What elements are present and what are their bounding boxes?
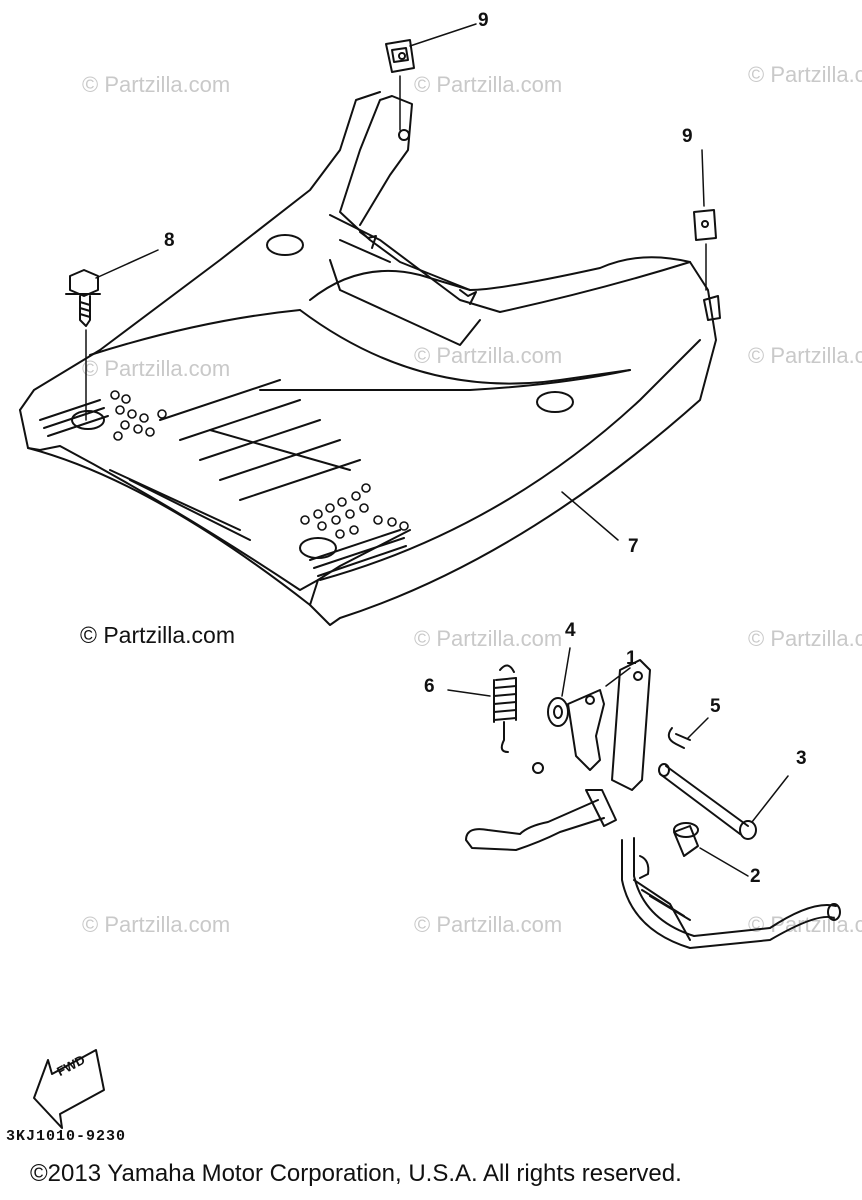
pivot-shaft — [658, 763, 757, 840]
return-spring — [493, 664, 517, 753]
footrest-board — [19, 91, 721, 626]
copyright-notice: ©2013 Yamaha Motor Corporation, U.S.A. A… — [30, 1160, 682, 1187]
callout-2: 2 — [750, 866, 761, 887]
callout-9-top: 9 — [478, 10, 489, 31]
bolt — [65, 269, 101, 327]
callout-6: 6 — [424, 676, 435, 697]
callout-4: 4 — [565, 620, 576, 641]
watermark: © Partzilla.com — [414, 912, 563, 937]
washer — [547, 697, 569, 727]
watermark: © Partzilla.com — [414, 343, 563, 368]
fwd-arrow — [33, 1049, 105, 1129]
watermark: © Partzilla.com — [748, 343, 862, 368]
watermark: © Partzilla.com — [82, 912, 231, 937]
main-stand — [465, 659, 841, 949]
callout-3: 3 — [796, 748, 807, 769]
callout-8: 8 — [164, 230, 175, 251]
clip-nut — [693, 209, 717, 241]
callout-1: 1 — [626, 648, 637, 669]
watermark: © Partzilla.com — [414, 626, 563, 651]
watermark: © Partzilla.com — [82, 356, 231, 381]
watermark: © Partzilla.com — [414, 72, 563, 97]
callout-7: 7 — [628, 536, 639, 557]
callout-9-right: 9 — [682, 126, 693, 147]
callout-5: 5 — [710, 696, 721, 717]
watermark-main: © Partzilla.com — [80, 622, 235, 648]
cotter-pin — [667, 727, 691, 749]
clip-nut — [385, 39, 415, 73]
diagram-part-number: 3KJ1010-9230 — [6, 1128, 127, 1145]
watermark: © Partzilla.com — [748, 62, 862, 87]
stopper — [673, 822, 699, 857]
watermark: © Partzilla.com — [748, 626, 862, 651]
watermark: © Partzilla.com — [82, 72, 231, 97]
watermark: © Partzilla.com — [748, 912, 862, 937]
